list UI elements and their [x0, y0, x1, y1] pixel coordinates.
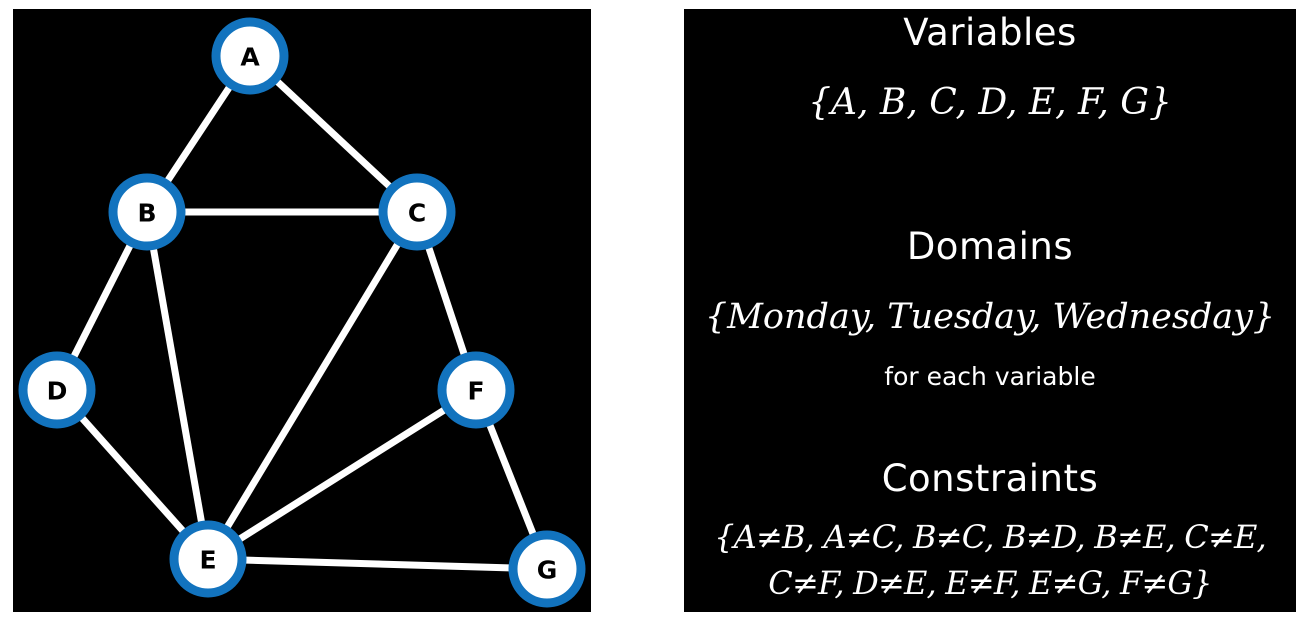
node-circle	[169, 520, 247, 598]
node-circle	[437, 351, 515, 429]
csp-definition-panel: Variables {A, B, C, D, E, F, G} Domains …	[684, 9, 1296, 612]
domains-note: for each variable	[884, 362, 1096, 391]
node-circle	[211, 17, 289, 95]
edge-e-g	[207, 555, 548, 573]
constraints-set-line-2: C≠F, D≠E, E≠F, E≠G, F≠G}	[768, 564, 1212, 602]
node-c: C	[378, 173, 456, 251]
edge-b-e	[143, 211, 212, 560]
node-label: C	[408, 199, 426, 228]
node-circle	[108, 173, 186, 251]
node-circle	[378, 173, 456, 251]
constraint-graph-panel: A B C D E F G	[13, 9, 591, 612]
constraint-graph: A B C D E F G	[18, 17, 586, 608]
node-label: E	[199, 546, 216, 575]
edge-c-e	[205, 210, 420, 561]
node-label: F	[467, 377, 484, 406]
node-circle	[18, 351, 96, 429]
node-label: B	[137, 199, 156, 228]
constraints-heading: Constraints	[881, 457, 1099, 500]
graph-edges	[53, 53, 551, 573]
node-a: A	[211, 17, 289, 95]
node-d: D	[18, 351, 96, 429]
node-label: G	[537, 556, 558, 585]
variables-set: {A, B, C, D, E, F, G}	[808, 82, 1172, 123]
node-e: E	[169, 520, 247, 598]
node-b: B	[108, 173, 186, 251]
node-label: D	[47, 377, 68, 406]
domains-heading: Domains	[906, 225, 1074, 268]
domains-set: {Monday, Tuesday, Wednesday}	[704, 297, 1276, 337]
constraints-set-line-1: {A≠B, A≠C, B≠C, B≠D, B≠E, C≠E,	[714, 518, 1267, 556]
node-label: A	[240, 43, 260, 72]
variables-heading: Variables	[903, 11, 1077, 54]
node-circle	[508, 530, 586, 608]
edge-e-f	[206, 387, 478, 562]
node-f: F	[437, 351, 515, 429]
node-g: G	[508, 530, 586, 608]
